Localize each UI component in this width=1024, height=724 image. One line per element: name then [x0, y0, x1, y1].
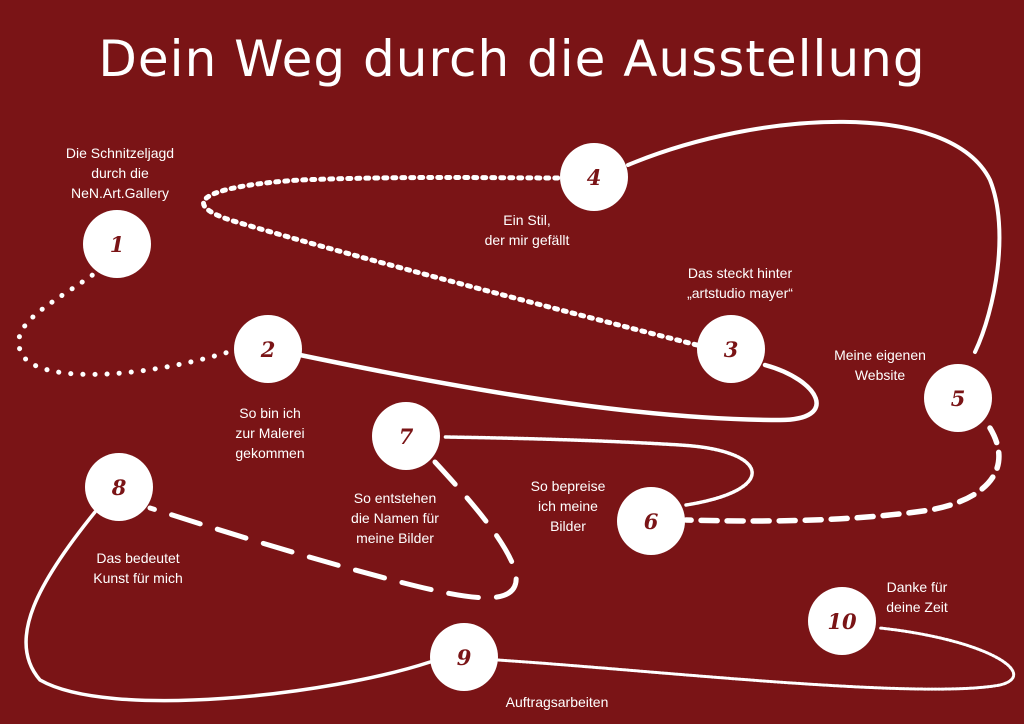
path-7-8 — [147, 459, 519, 601]
path-9-10 — [496, 626, 1015, 691]
path-6-7 — [443, 435, 754, 507]
station-9-node[interactable]: 9 — [430, 623, 498, 691]
station-1-label: Die Schnitzeljagd durch die NeN.Art.Gall… — [65, 145, 175, 201]
path-1-2 — [16, 265, 238, 377]
page-title: Dein Weg durch die Ausstellung — [98, 30, 926, 88]
station-7-node[interactable]: 7 — [372, 402, 440, 470]
path-3-4 — [201, 175, 700, 348]
station-4-label: Ein Stil, der mir gefällt — [484, 212, 570, 248]
station-10-label: Danke für deine Zeit — [886, 579, 948, 615]
station-2-node[interactable]: 2 — [234, 315, 302, 383]
station-9-label: Auftragsarbeiten — [505, 694, 609, 710]
path-4-5 — [626, 119, 1002, 354]
station-7-label: So entstehen die Namen für meine Bilder — [351, 490, 439, 546]
path-5-6 — [683, 425, 1002, 524]
station-3-label: Das steckt hinter „artstudio mayer“ — [687, 265, 793, 301]
station-5-label: Meine eigenen Website — [834, 347, 926, 383]
station-6-node[interactable]: 6 — [617, 487, 685, 555]
station-5-node[interactable]: 5 — [924, 364, 992, 432]
station-2-label: So bin ich zur Malerei gekommen — [235, 405, 305, 461]
station-4-node[interactable]: 4 — [560, 143, 628, 211]
path-8-9 — [24, 510, 432, 703]
station-10-node[interactable]: 10 — [808, 587, 876, 655]
station-3-node[interactable]: 3 — [697, 315, 765, 383]
station-8-node[interactable]: 8 — [85, 453, 153, 521]
station-1-node[interactable]: 1 — [83, 210, 151, 278]
path-2-3 — [297, 352, 819, 423]
station-8-label: Das bedeutet Kunst für mich — [93, 550, 183, 586]
station-6-label: So bepreise ich meine Bilder — [530, 478, 606, 534]
